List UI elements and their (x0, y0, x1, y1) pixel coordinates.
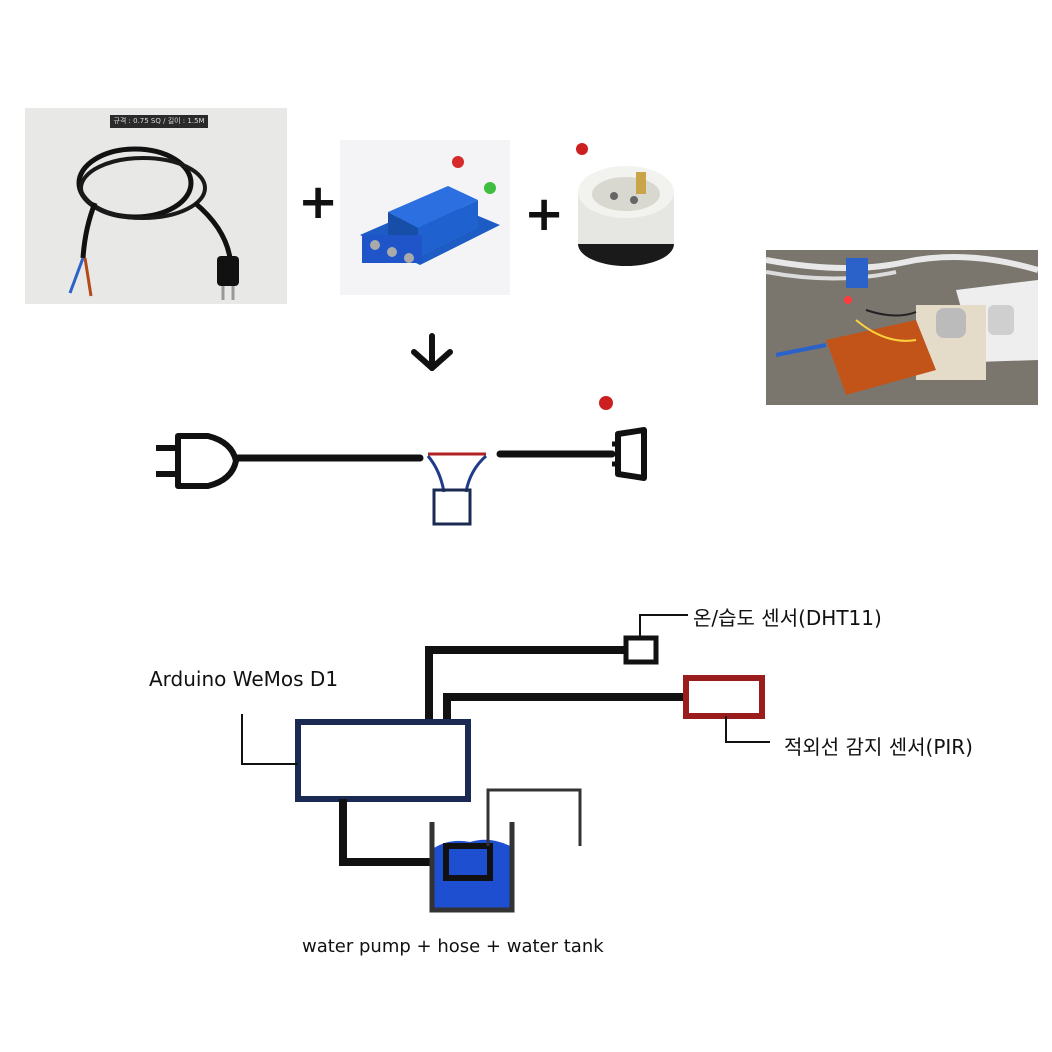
wire-to-dht11 (425, 646, 626, 722)
prototype-photo (766, 250, 1038, 405)
pump-label: water pump + hose + water tank (302, 936, 604, 957)
plug-icon (156, 433, 239, 489)
pir-box (683, 675, 765, 719)
plus-operator-2: + (524, 186, 565, 242)
water-pump-box (443, 843, 493, 881)
arduino-box (295, 719, 471, 802)
pir-label: 적외선 감지 센서(PIR) (784, 735, 973, 759)
dht11-label: 온/습도 센서(DHT11) (693, 606, 882, 630)
hose (486, 788, 582, 846)
wire-to-pump (339, 799, 446, 866)
plus-operator-1: + (298, 174, 339, 230)
prototype-drawing (766, 250, 1038, 405)
cable-drawing (68, 146, 239, 300)
relay-drawing (360, 156, 500, 265)
socket-outlet-icon (612, 427, 647, 481)
dht11-box (623, 635, 659, 665)
down-arrow-icon (411, 333, 453, 371)
power-cable-photo: 규격 : 0.75 SQ / 길이 : 1.5M (25, 108, 287, 304)
socket-drawing (578, 166, 674, 266)
cable-spec-label: 규격 : 0.75 SQ / 길이 : 1.5M (110, 115, 208, 128)
wire-to-pir (443, 693, 684, 722)
socket-photo (572, 152, 680, 272)
arduino-label: Arduino WeMos D1 (149, 667, 339, 691)
relay-module-photo (340, 140, 510, 295)
relay-box (432, 488, 472, 526)
socket-red-dot (576, 143, 588, 155)
water-tank (429, 822, 515, 913)
outlet-red-dot (599, 396, 613, 410)
